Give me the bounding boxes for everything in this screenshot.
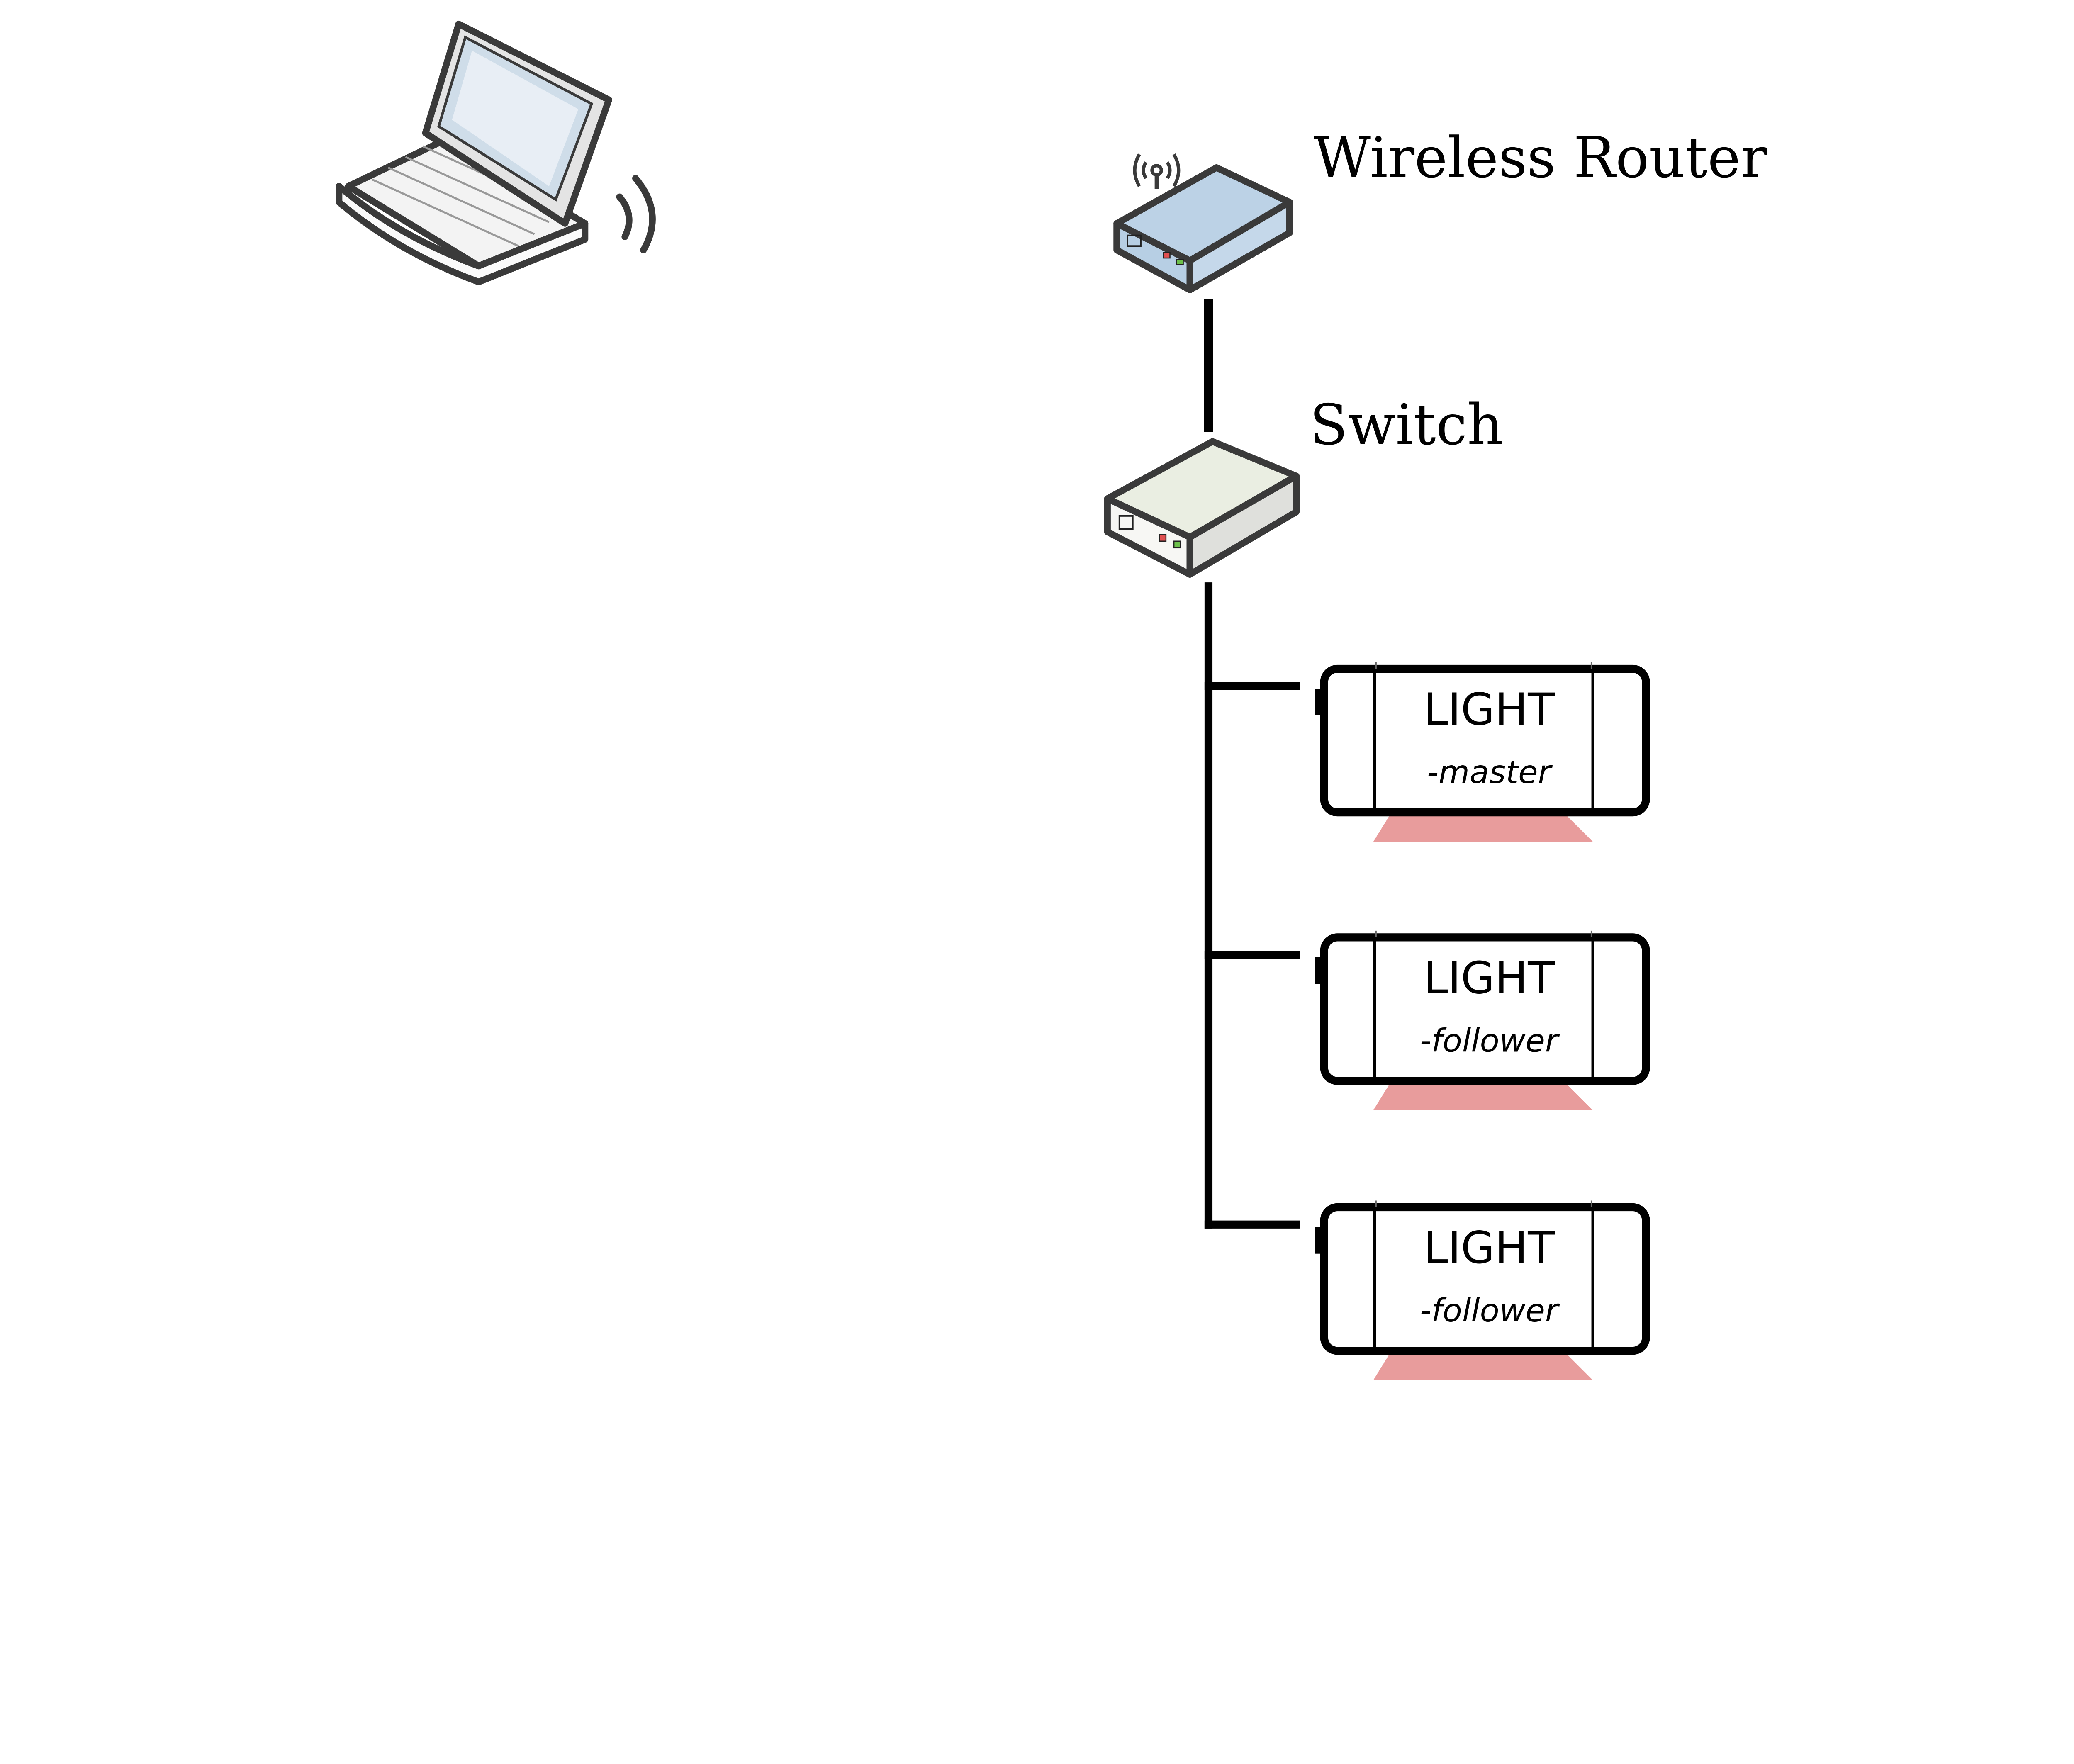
light-title: LIGHT xyxy=(1424,1222,1555,1273)
switch-bus xyxy=(1204,582,1300,1229)
light-follower: LIGHT -follower xyxy=(1315,930,1650,1110)
light-master: LIGHT -master xyxy=(1315,662,1650,842)
network-switch-icon xyxy=(1104,438,1300,578)
light-role: -master xyxy=(1427,754,1553,791)
switch-label: Switch xyxy=(1310,392,1503,457)
light-role: -follower xyxy=(1420,1292,1560,1329)
light-fixture-icon xyxy=(1315,1200,1650,1380)
light-fixture-icon xyxy=(1315,662,1650,842)
light-title: LIGHT xyxy=(1424,684,1555,735)
wifi-signal-icon xyxy=(616,175,656,253)
light-follower: LIGHT -follower xyxy=(1315,1200,1650,1380)
wireless-router-icon xyxy=(1113,153,1293,294)
light-title: LIGHT xyxy=(1424,953,1555,1004)
router-label: Wireless Router xyxy=(1314,125,1768,190)
light-fixture-icon xyxy=(1315,930,1650,1110)
light-role: -follower xyxy=(1420,1023,1560,1060)
network-diagram: Wireless Router Switch LIGHT -master xyxy=(336,20,1768,1380)
laptop-icon xyxy=(336,20,612,285)
